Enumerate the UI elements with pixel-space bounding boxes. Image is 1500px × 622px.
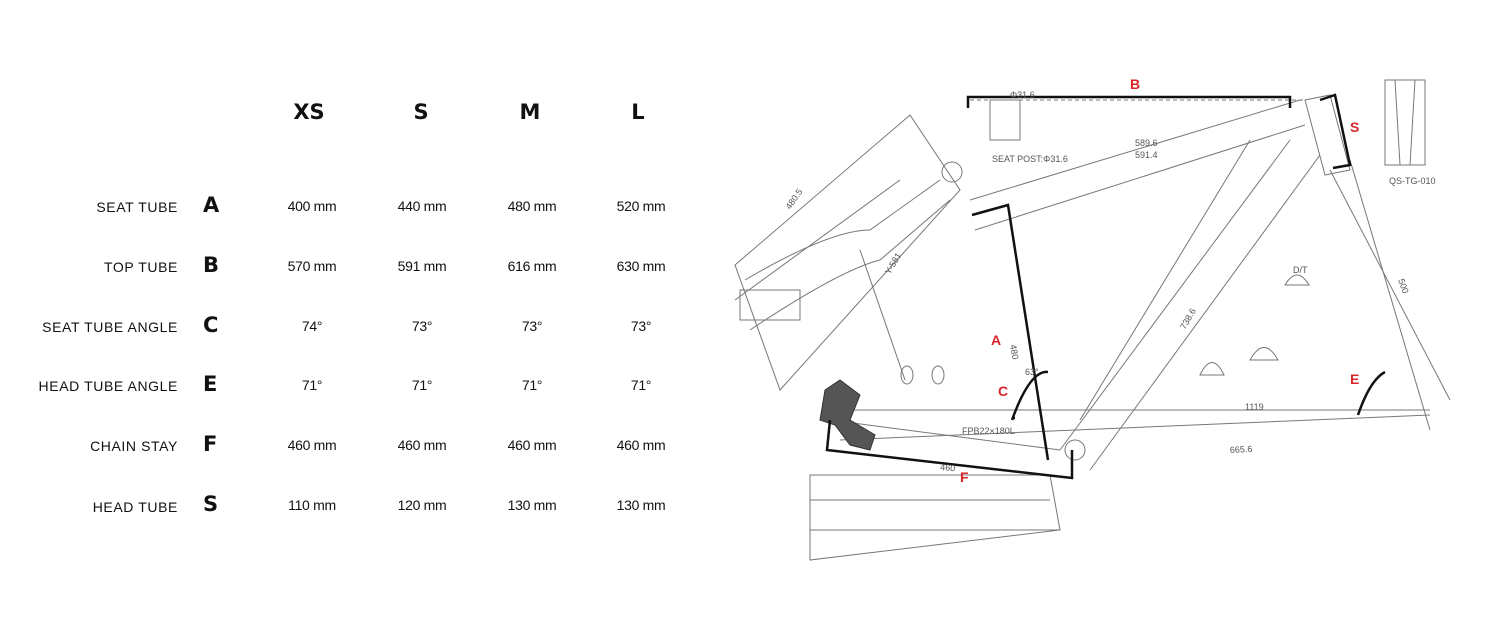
annotation-tt1: 589.6 xyxy=(1135,138,1158,148)
annotation-head-tube: 500 xyxy=(1396,277,1411,295)
bottom-bracket-circle xyxy=(1064,439,1086,461)
size-header-xs: XS xyxy=(293,100,325,124)
dim-f-bracket xyxy=(825,419,1074,480)
row-label-chain-stay: CHAIN STAY xyxy=(90,438,178,454)
fork-crown-circle xyxy=(941,161,963,183)
cell-top-tube-l: 630 mm xyxy=(616,258,666,274)
tube-profile-1 xyxy=(1199,362,1225,376)
cell-top-tube-s: 591 mm xyxy=(397,258,447,274)
dropout-ellipse-1 xyxy=(900,365,914,385)
fork-outline xyxy=(734,114,961,391)
annotation-seat-tube: 480 xyxy=(1008,344,1020,361)
head-tube-outline xyxy=(1304,94,1351,176)
annotation-down-tube: 738.6 xyxy=(1178,306,1198,331)
annotation-bb-spec: FPB22×180L xyxy=(962,426,1015,436)
cell-head-tube-angle-xs: 71° xyxy=(301,377,323,393)
row-letter-c: C xyxy=(203,313,219,337)
dim-a-bracket xyxy=(971,203,1050,461)
wheelbase-line-2 xyxy=(839,414,1431,441)
row-label-seat-tube-angle: SEAT TUBE ANGLE xyxy=(42,319,178,335)
size-header-l: L xyxy=(631,100,645,124)
right-edge-line xyxy=(1329,169,1451,401)
cell-seat-tube-angle-s: 73° xyxy=(411,318,433,334)
cell-head-tube-angle-l: 71° xyxy=(630,377,652,393)
right-edge-line-2 xyxy=(1349,159,1431,431)
frame-geometry-diagram: SEAT POST:Φ31.6 589.6 591.4 480.5 Y-581 … xyxy=(734,76,1451,561)
down-tube-center xyxy=(1079,139,1251,421)
cell-seat-tube-angle-m: 73° xyxy=(521,318,543,334)
cell-head-tube-angle-m: 71° xyxy=(521,377,543,393)
fork-edge xyxy=(734,179,901,301)
cell-top-tube-xs: 570 mm xyxy=(287,258,337,274)
down-tube-left xyxy=(1059,139,1291,451)
dropout-ellipse-2 xyxy=(931,365,945,385)
cell-seat-tube-angle-xs: 74° xyxy=(301,318,323,334)
row-letter-e: E xyxy=(203,372,218,396)
annotation-dt-label: D/T xyxy=(1293,265,1308,275)
marker-f: F xyxy=(960,469,969,485)
annotation-wheelbase: 665.6 xyxy=(1230,444,1253,455)
cell-head-tube-l: 130 mm xyxy=(616,497,666,513)
row-letter-f: F xyxy=(203,432,218,456)
cell-head-tube-angle-s: 71° xyxy=(411,377,433,393)
top-tube-upper xyxy=(969,99,1301,201)
fork-blade-lower xyxy=(749,199,951,331)
cell-seat-tube-xs: 400 mm xyxy=(287,198,337,214)
row-label-seat-tube: SEAT TUBE xyxy=(96,199,178,215)
marker-b: B xyxy=(1130,76,1140,92)
chain-stay-line xyxy=(829,419,1061,451)
tube-profile-3 xyxy=(1284,274,1310,286)
top-tube-lower xyxy=(974,124,1306,231)
cell-chain-stay-s: 460 mm xyxy=(397,437,447,453)
cell-seat-tube-m: 480 mm xyxy=(507,198,557,214)
rear-dropout-shape xyxy=(819,379,876,451)
seat-post-detail xyxy=(989,99,1021,141)
headset-detail-box xyxy=(1384,79,1426,166)
down-tube-right xyxy=(1089,154,1321,471)
angle-e-arc xyxy=(1356,370,1386,416)
cell-chain-stay-xs: 460 mm xyxy=(287,437,337,453)
cell-head-tube-xs: 110 mm xyxy=(288,497,336,513)
chain-stay-detail xyxy=(809,474,1061,561)
size-header-s: S xyxy=(413,100,429,124)
dim-b-bracket xyxy=(966,95,1292,108)
row-letter-s: S xyxy=(203,492,219,516)
size-header-m: M xyxy=(519,100,541,124)
annotation-seat-post: SEAT POST:Φ31.6 xyxy=(992,154,1068,164)
cell-seat-tube-s: 440 mm xyxy=(397,198,447,214)
cell-chain-stay-m: 460 mm xyxy=(507,437,557,453)
row-label-head-tube: HEAD TUBE xyxy=(92,499,178,515)
row-letter-a: A xyxy=(203,193,220,217)
row-label-head-tube-angle: HEAD TUBE ANGLE xyxy=(38,378,178,394)
marker-e: E xyxy=(1350,371,1359,387)
fork-dropout-box xyxy=(739,289,801,321)
tube-profile-2 xyxy=(1249,347,1279,361)
fork-dim-line xyxy=(859,249,906,381)
cell-head-tube-s: 120 mm xyxy=(397,497,447,513)
angle-c-arc-real xyxy=(1010,370,1049,421)
cell-seat-tube-angle-l: 73° xyxy=(630,318,652,334)
cell-chain-stay-l: 460 mm xyxy=(616,437,666,453)
annotation-tt2: 591.4 xyxy=(1135,150,1158,160)
annotation-angle-c: 63° xyxy=(1025,367,1039,377)
annotation-seat-dia: Φ31.6 xyxy=(1010,90,1035,100)
marker-s: S xyxy=(1350,119,1359,135)
headset-detail-line-2 xyxy=(1409,79,1416,166)
cell-head-tube-m: 130 mm xyxy=(507,497,557,513)
annotation-hs-part: QS-TG-010 xyxy=(1389,176,1436,186)
cell-top-tube-m: 616 mm xyxy=(507,258,557,274)
cell-seat-tube-l: 520 mm xyxy=(616,198,666,214)
annotation-chainstay: 460 xyxy=(940,462,956,473)
row-label-top-tube: TOP TUBE xyxy=(103,259,178,275)
annotation-bb-len: 1119 xyxy=(1245,402,1264,412)
marker-c: C xyxy=(998,383,1008,399)
headset-detail-line xyxy=(1394,79,1401,166)
dim-s-bracket xyxy=(1319,93,1352,170)
marker-a: A xyxy=(991,332,1001,348)
row-letter-b: B xyxy=(203,253,220,277)
fork-blade-upper xyxy=(744,179,941,281)
